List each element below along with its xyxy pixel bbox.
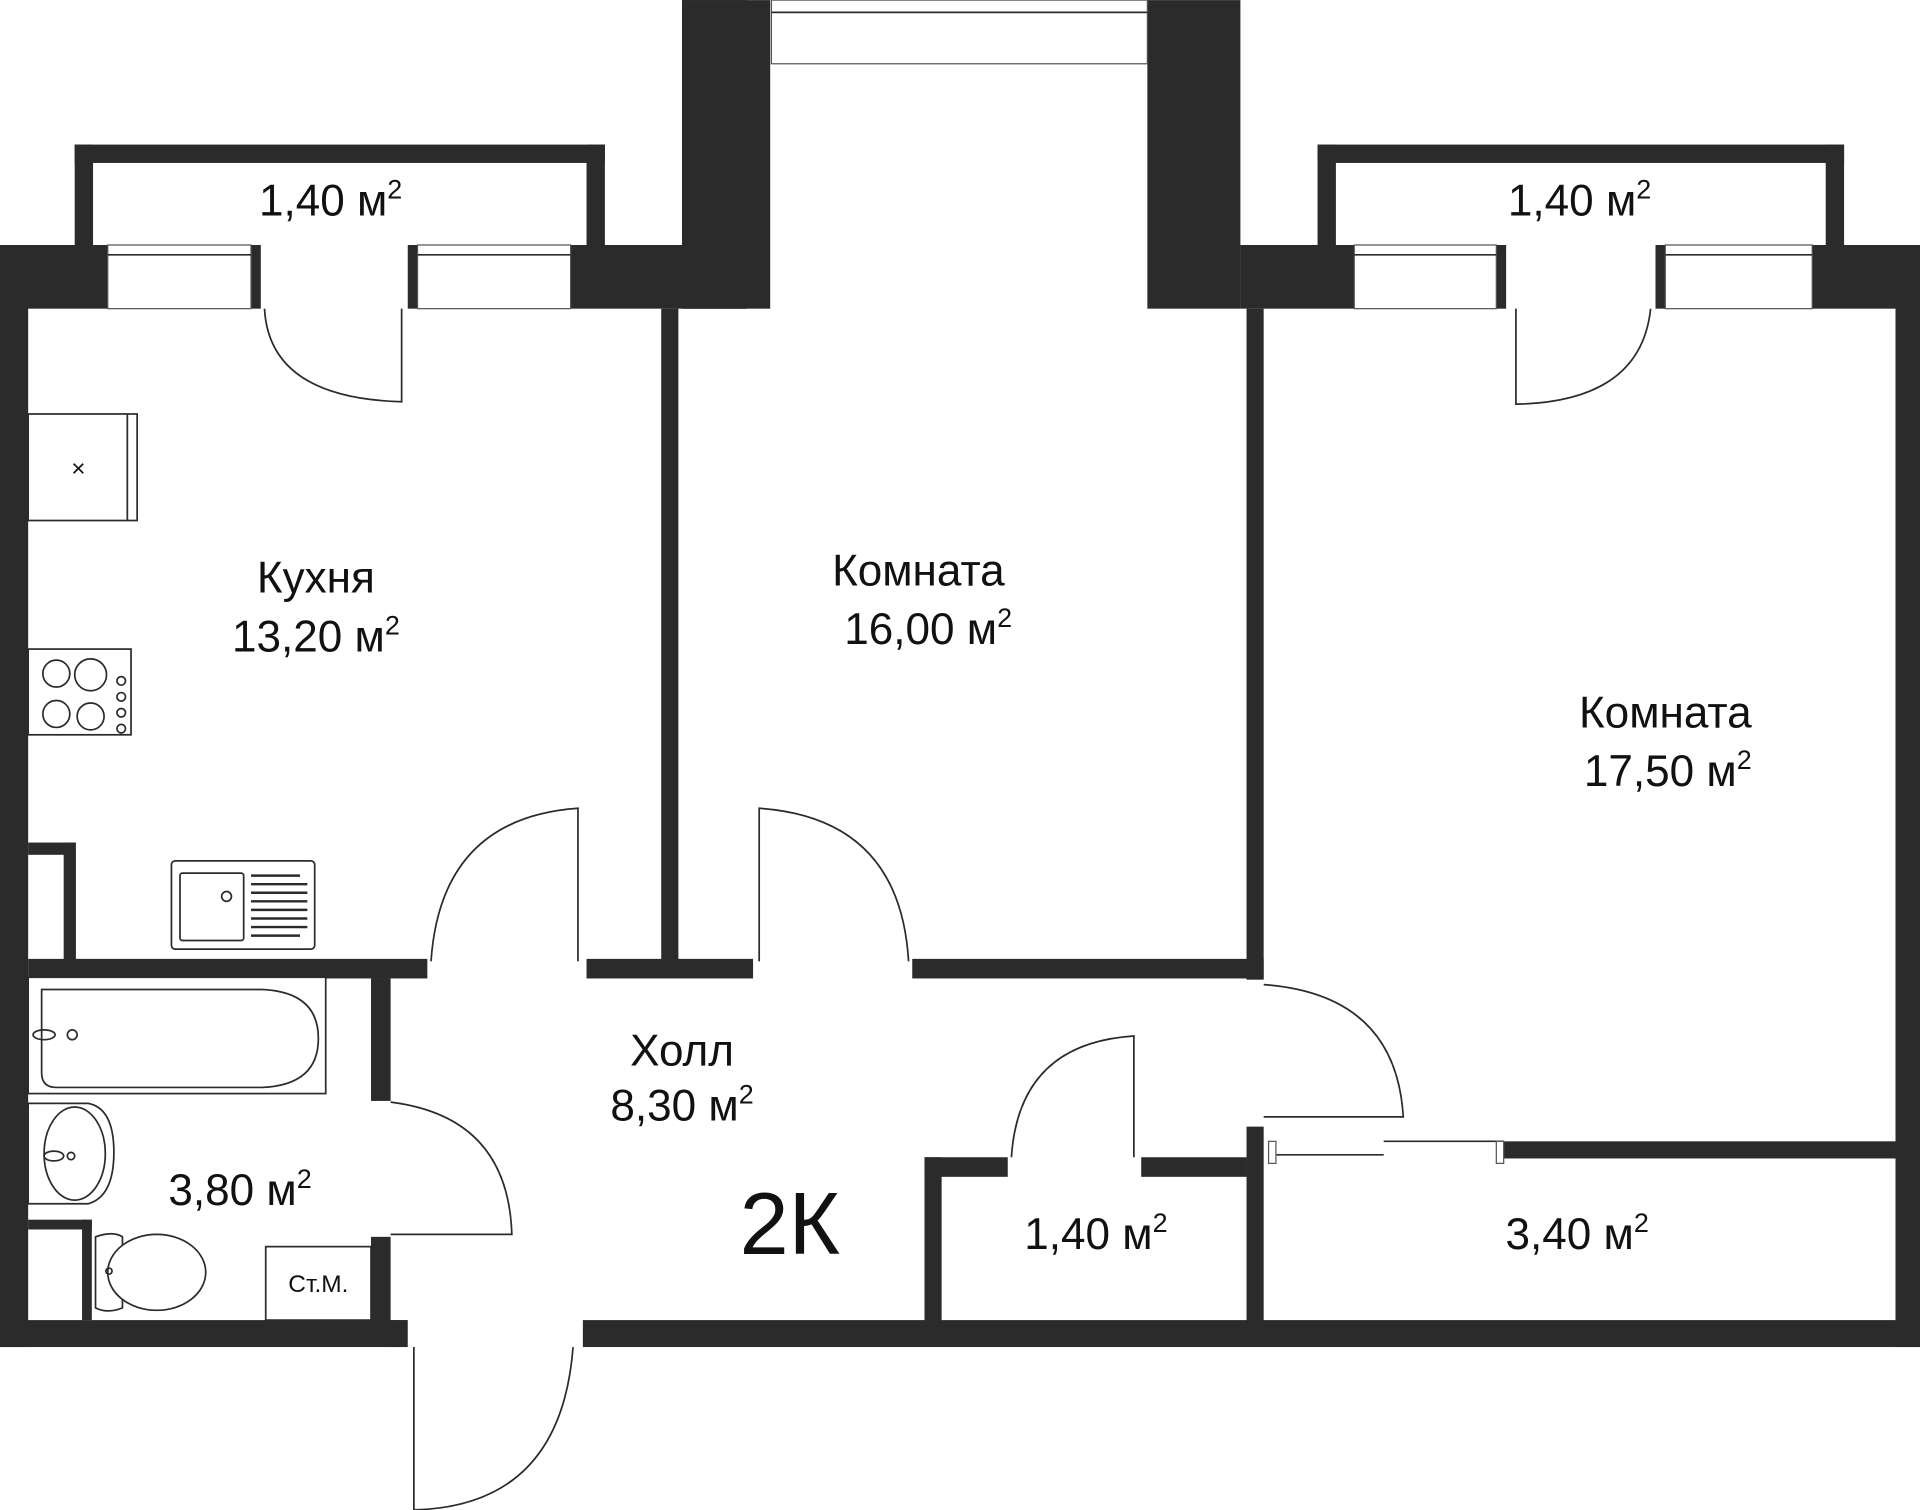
label-room-right-name: Комната <box>1579 688 1752 737</box>
label-room-middle-area: 16,00 м2 <box>844 603 1012 654</box>
door-entrance <box>413 1346 574 1510</box>
washing-machine-icon: Ст.М. <box>264 1245 372 1321</box>
door-room-middle <box>758 807 910 962</box>
toilet-icon <box>94 1232 207 1312</box>
fixtures: × <box>27 413 372 1321</box>
door-bathroom <box>390 1101 513 1236</box>
door-kitchen <box>430 807 579 962</box>
label-balcony-left: 1,40 м2 <box>259 174 402 225</box>
label-kitchen-name: Кухня <box>257 554 375 603</box>
door-closet <box>1010 1035 1135 1158</box>
door-balcony-right <box>1515 308 1652 406</box>
room-labels: 1,40 м2 1,40 м2 Кухня 13,20 м2 Комната 1… <box>168 174 1752 1273</box>
label-kitchen-area: 13,20 м2 <box>232 610 400 661</box>
bathtub-icon <box>27 976 327 1095</box>
label-balcony-right: 1,40 м2 <box>1508 174 1651 225</box>
door-room-right <box>1263 983 1405 1118</box>
label-room-right-area: 17,50 м2 <box>1584 745 1752 796</box>
walls <box>0 0 1920 1348</box>
label-closet-area: 1,40 м2 <box>1024 1208 1167 1259</box>
stove-icon <box>27 648 132 736</box>
sink-icon <box>170 860 316 950</box>
fridge-icon: × <box>27 413 138 522</box>
label-bathroom-area: 3,80 м2 <box>168 1164 311 1215</box>
label-wardrobe-area: 3,40 м2 <box>1505 1208 1648 1259</box>
doors <box>263 308 1652 1510</box>
label-room-middle-name: Комната <box>832 546 1005 595</box>
svg-text:Ст.М.: Ст.М. <box>288 1271 348 1298</box>
svg-text:×: × <box>71 455 85 482</box>
washbasin-icon <box>27 1102 115 1205</box>
door-balcony-left <box>263 308 403 403</box>
apartment-type-label: 2К <box>740 1174 840 1273</box>
windows <box>107 0 1813 310</box>
label-hall-name: Холл <box>630 1026 734 1075</box>
label-hall-area: 8,30 м2 <box>610 1079 753 1130</box>
